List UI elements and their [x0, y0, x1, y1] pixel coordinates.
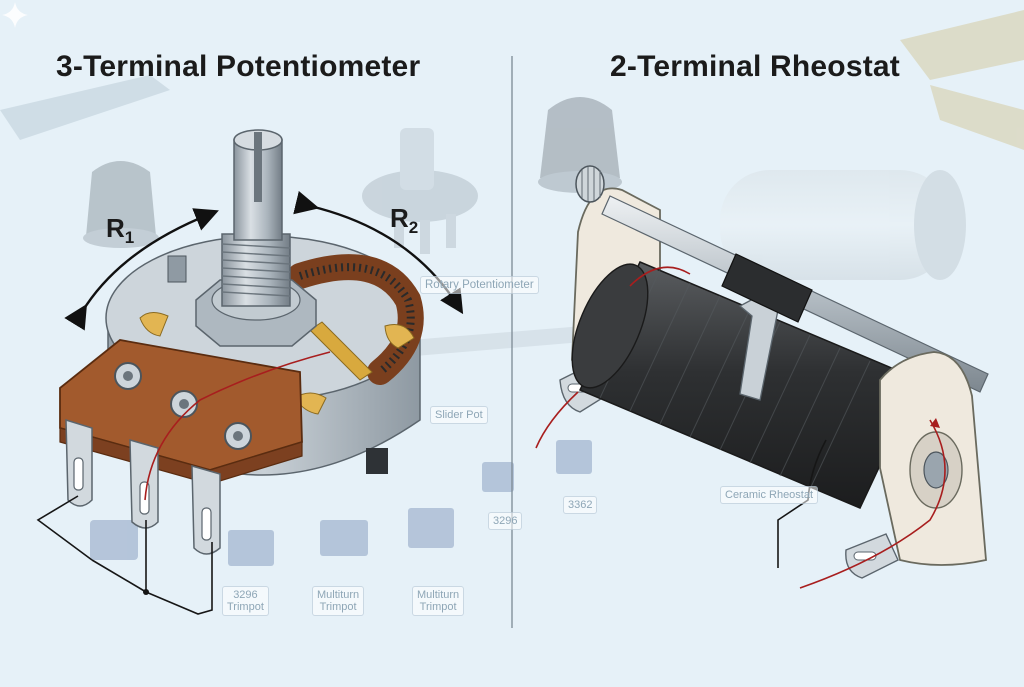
- rheostat-illustration: [535, 165, 989, 589]
- black-wiring: [36, 495, 213, 615]
- bg-label-ceramic-rheostat: Ceramic Rheostat: [720, 486, 819, 504]
- label-r1: R1: [106, 213, 135, 247]
- bg-label-3296: 3296: [488, 512, 523, 530]
- label-r2: R2: [390, 203, 419, 237]
- title-potentiometer: 3-Terminal Potentiometer: [56, 50, 421, 83]
- title-rheostat: 2-Terminal Rheostat: [610, 50, 900, 83]
- red-wire: [144, 351, 331, 501]
- r1-arrow: [64, 208, 219, 331]
- bg-label-3362: 3362: [563, 496, 598, 514]
- bg-label-slider-pot: Slider Pot: [430, 406, 488, 424]
- sparkle-icon: [2, 2, 28, 28]
- bg-label-rotary-potentiometer: Rotary Potentiometer: [420, 276, 539, 294]
